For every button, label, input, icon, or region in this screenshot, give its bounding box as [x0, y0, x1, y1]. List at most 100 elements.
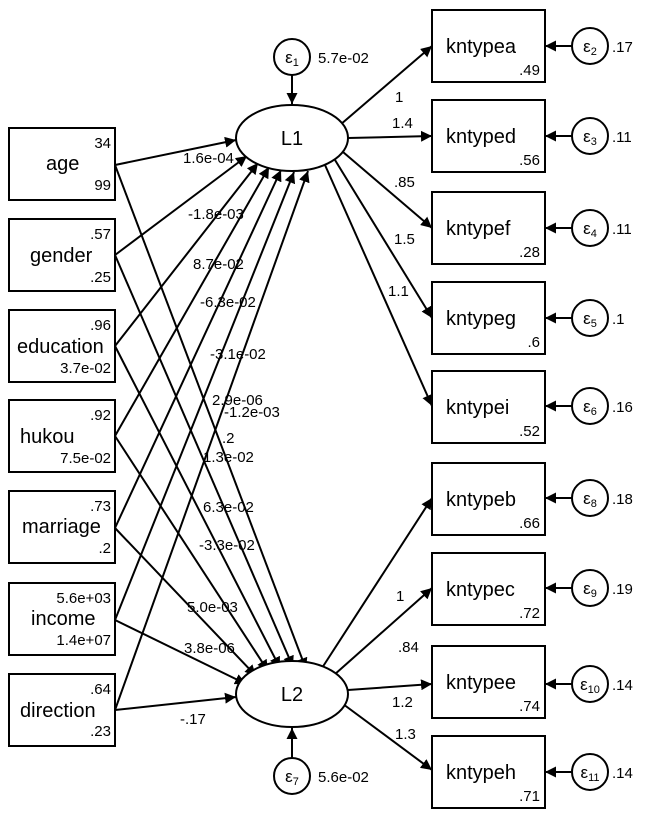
box-gender: .57 gender .25: [8, 218, 116, 292]
kntypei-label: kntypei: [446, 397, 509, 419]
path-age-to-L1: [114, 136, 237, 166]
marriage-mean: .73: [90, 498, 111, 515]
kntyped-intercept: .56: [519, 152, 540, 169]
kntyped-label: kntyped: [446, 126, 516, 148]
box-kntypef: kntypef .28: [431, 191, 546, 265]
error-e1-value: 5.7e-02: [318, 50, 369, 67]
latent-L1-label: L1: [281, 128, 303, 150]
box-kntypei: kntypei .52: [431, 370, 546, 444]
error-e9-symbol: ε9: [583, 579, 597, 600]
box-kntyped: kntyped .56: [431, 99, 546, 173]
kntypei-intercept: .52: [519, 423, 540, 440]
box-education: .96 education 3.7e-02: [8, 309, 116, 383]
path-L1-to-kntypea: [339, 45, 433, 126]
box-kntypec: kntypec .72: [431, 552, 546, 626]
hukou-mean: .92: [90, 407, 111, 424]
box-kntypee: kntypee .74: [431, 645, 546, 719]
box-kntypeg: kntypeg .6: [431, 281, 546, 355]
coef-hukou-L2: -3.3e-02: [199, 537, 255, 554]
error-e3-value: .11: [612, 129, 632, 146]
kntypea-label: kntypea: [446, 36, 517, 58]
kntypeh-label: kntypeh: [446, 762, 516, 784]
latent-L2: L2: [235, 660, 349, 728]
coef-age-L2: -1.2e-03: [224, 404, 280, 421]
kntypeg-intercept: .6: [527, 334, 540, 351]
box-kntypeh: kntypeh .71: [431, 735, 546, 809]
latent-L2-label: L2: [281, 684, 303, 706]
coef-direction-L2: -.17: [180, 711, 206, 728]
coef-marriage-L2: 5.0e-03: [187, 599, 238, 616]
direction-label: direction: [20, 700, 96, 722]
error-e8-value: .18: [612, 491, 633, 508]
gender-label: gender: [30, 245, 93, 267]
path-marriage-to-L2: [114, 527, 257, 677]
age-variance: 99: [94, 177, 111, 194]
gender-mean: .57: [90, 226, 111, 243]
path-L2-to-kntypeb: [321, 497, 433, 669]
path-income-to-L1: [114, 171, 296, 621]
loading-kntyped: 1.4: [392, 115, 413, 132]
error-e4-value: .11: [612, 221, 632, 238]
loading-kntypee: 1.2: [392, 694, 413, 711]
coef-gender-L1: -1.8e-03: [188, 206, 244, 223]
loading-kntypeg: 1.5: [394, 231, 415, 248]
path-L2-to-kntypeh: [342, 703, 433, 771]
education-variance: 3.7e-02: [60, 360, 111, 377]
kntypef-intercept: .28: [519, 244, 540, 261]
marriage-label: marriage: [22, 516, 101, 538]
kntypec-intercept: .72: [519, 605, 540, 622]
box-age: 34 age 99: [8, 127, 116, 201]
box-marriage: .73 marriage .2: [8, 490, 116, 564]
box-kntypeb: kntypeb .66: [431, 462, 546, 536]
error-e4-symbol: ε4: [583, 219, 597, 240]
kntypef-label: kntypef: [446, 218, 511, 240]
error-e11: ε11 .14: [571, 753, 633, 791]
error-e10-symbol: ε10: [580, 675, 600, 696]
error-e2-value: .17: [612, 39, 633, 56]
path-gender-to-L1: [114, 155, 248, 256]
error-e9: ε9 .19: [571, 569, 633, 607]
error-e1-symbol: ε1: [285, 48, 299, 69]
path-L1-to-kntyped: [347, 130, 433, 142]
direction-mean: .64: [90, 681, 111, 698]
coef-education-L1: 8.7e-02: [193, 256, 244, 273]
hukou-label: hukou: [20, 426, 75, 448]
path-age-to-L2: [114, 164, 308, 670]
path-education-to-L1: [114, 162, 259, 347]
box-hukou: .92 hukou 7.5e-02: [8, 399, 116, 473]
path-L1-to-kntypei: [324, 164, 433, 407]
error-e11-value: .14: [612, 765, 633, 782]
loading-kntypec: .84: [398, 639, 419, 656]
error-e11-symbol: ε11: [580, 763, 599, 784]
kntypeb-intercept: .66: [519, 515, 540, 532]
error-e7: ε7 5.6e-02: [273, 757, 369, 795]
path-L2-to-kntypec: [333, 587, 433, 676]
income-variance: 1.4e+07: [56, 632, 111, 649]
kntypeg-label: kntypeg: [446, 308, 516, 330]
error-e9-value: .19: [612, 581, 633, 598]
loading-kntypea: 1: [395, 89, 403, 106]
coef-gender-L2: 1.3e-02: [203, 449, 254, 466]
error-e2-symbol: ε2: [583, 37, 597, 58]
loading-kntypeb: 1: [396, 588, 404, 605]
box-kntypea: kntypea .49: [431, 9, 546, 83]
error-e5-value: .1: [612, 311, 625, 328]
coef-age-L1: 1.6e-04: [183, 150, 234, 167]
kntypeh-intercept: .71: [519, 788, 540, 805]
kntypea-intercept: .49: [519, 62, 540, 79]
error-e5: ε5 .1: [571, 299, 625, 337]
coef-income-L2: 3.8e-06: [184, 640, 235, 657]
error-e6-symbol: ε6: [583, 397, 597, 418]
education-mean: .96: [90, 317, 111, 334]
loading-kntypeh: 1.3: [395, 726, 416, 743]
age-label: age: [46, 153, 79, 175]
coef-direction-L1: .2: [222, 430, 235, 447]
path-direction-to-L1: [114, 170, 310, 711]
direction-variance: .23: [90, 723, 111, 740]
path-hukou-to-L1: [114, 166, 270, 437]
income-mean: 5.6e+03: [56, 590, 111, 607]
path-income-to-L2: [114, 619, 247, 685]
error-e3-symbol: ε3: [583, 127, 597, 148]
coef-income-L1: 2.9e-06: [212, 392, 263, 409]
error-e3: ε3 .11: [571, 117, 632, 155]
